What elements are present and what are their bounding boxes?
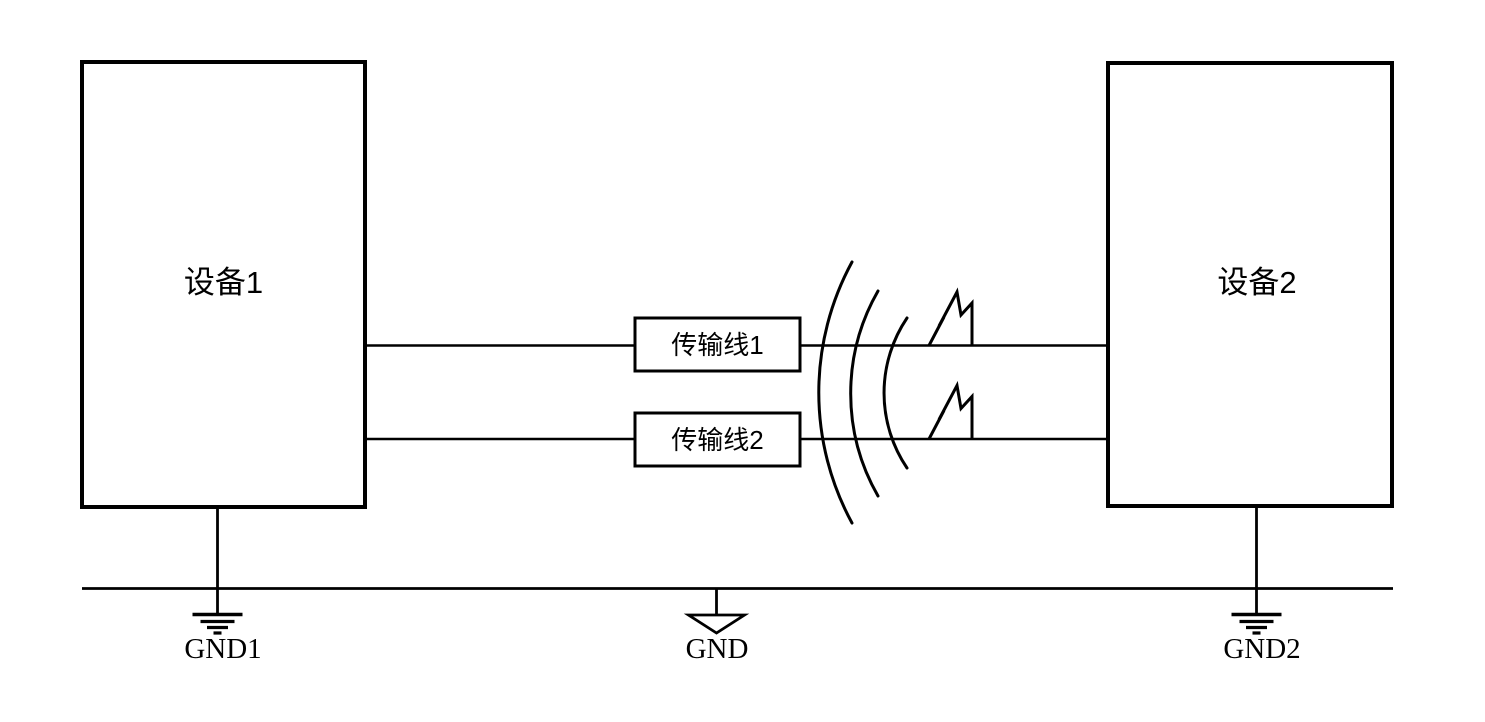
wave-arc-middle-icon	[849, 289, 880, 498]
earth-ground-icon	[1231, 612, 1282, 635]
device2-label: 设备2	[1217, 265, 1296, 300]
gnd1-label: GND1	[184, 633, 261, 665]
device2-box	[1106, 61, 1394, 508]
wave-arc-inner-icon	[882, 316, 909, 470]
triangle-ground-icon	[683, 613, 750, 635]
interference-arcs-icon	[817, 260, 909, 525]
transmission-line1-label: 传输线1	[671, 330, 763, 360]
transmission-line1-box	[633, 316, 802, 373]
transmission-line2-label: 传输线2	[671, 425, 763, 455]
lightning-bolt-icon	[927, 380, 974, 440]
gnd2-label: GND2	[1223, 633, 1300, 665]
gnd-label: GND	[686, 633, 749, 665]
lightning-bolt-icon	[927, 287, 974, 347]
device1-label: 设备1	[184, 265, 263, 300]
device1-box	[80, 60, 367, 509]
wave-arc-outer-icon	[817, 260, 854, 525]
earth-ground-icon	[192, 612, 243, 635]
transmission-line2-box	[633, 411, 802, 468]
